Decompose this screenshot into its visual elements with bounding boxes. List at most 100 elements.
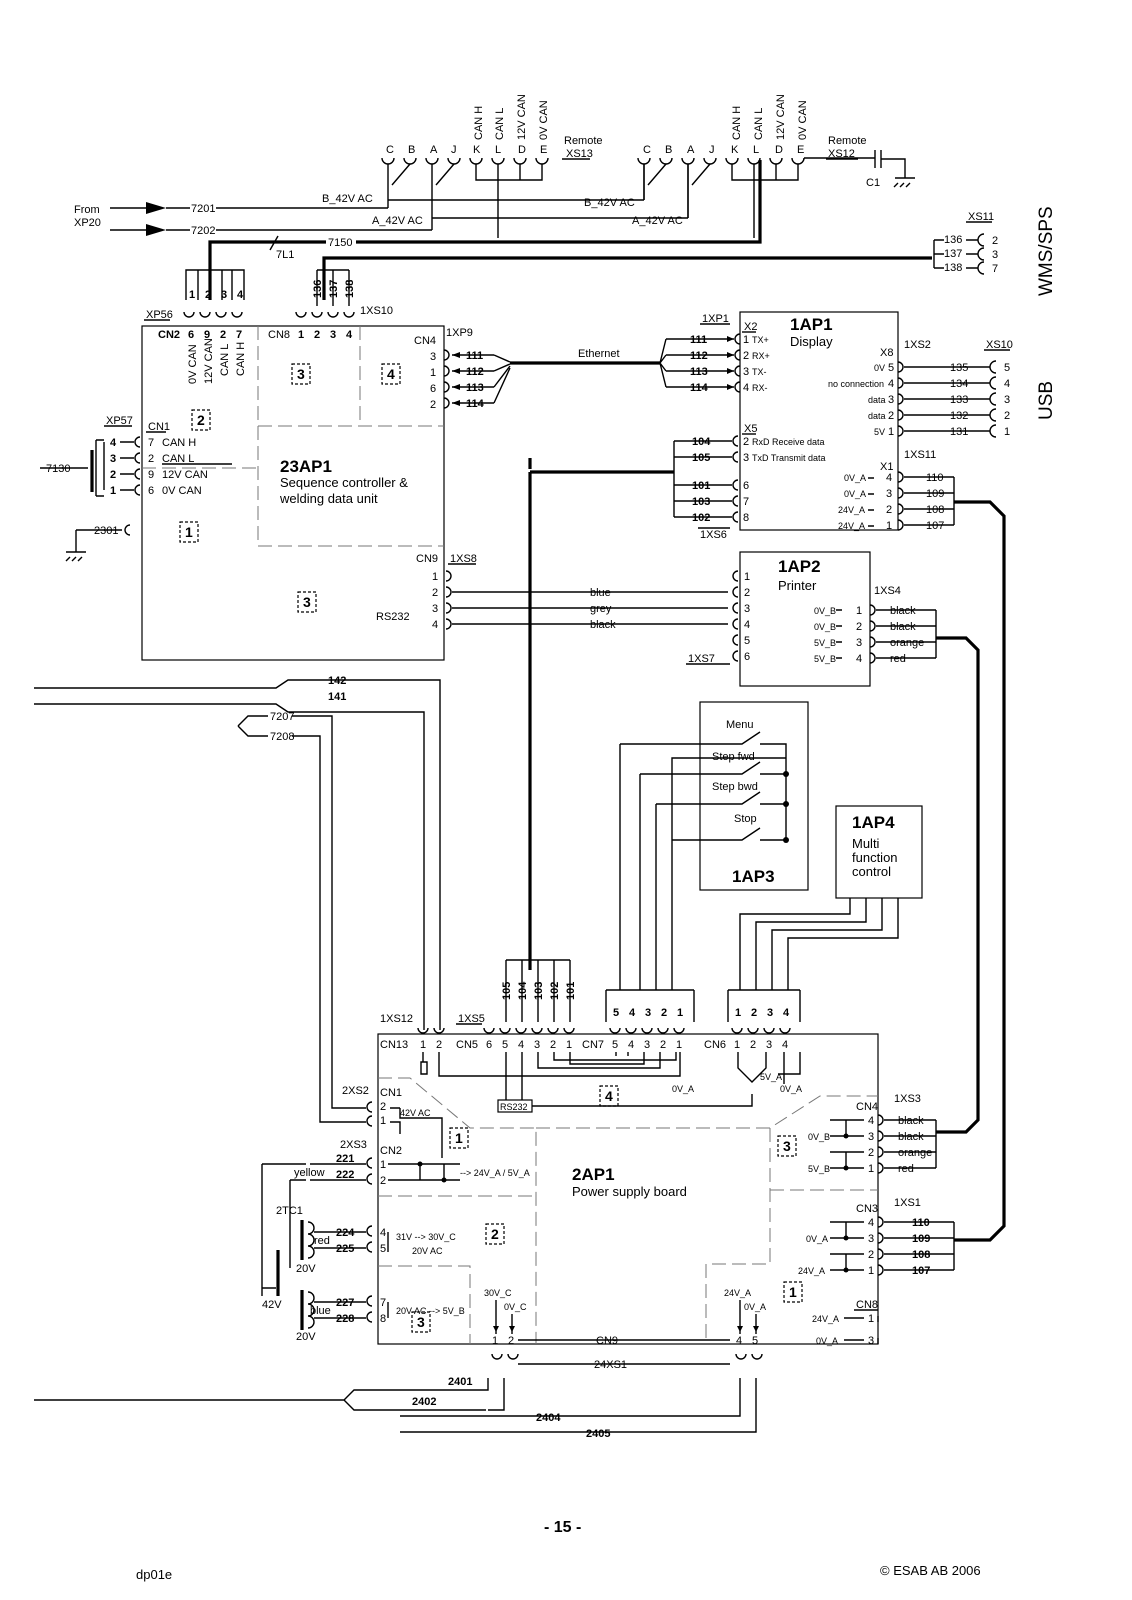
signal-label: RX+ (752, 351, 770, 361)
wire-222: 222 (336, 1169, 354, 1181)
wire-142: 142 (328, 675, 346, 687)
wire-221: 221 (336, 1153, 354, 1165)
pin-label: 3 (110, 453, 116, 465)
cn4-label: CN4 (856, 1101, 878, 1113)
pin-label: 4 (432, 619, 438, 631)
wire-blue: blue (310, 1305, 331, 1317)
wire-104: 104 (517, 981, 529, 1000)
wire-7201: 7201 (191, 203, 215, 215)
unit-name: Multi (852, 836, 880, 851)
pin-label: 5 (1004, 362, 1010, 374)
pin-label: 1 (676, 1039, 682, 1051)
pin-label: 1 (868, 1163, 874, 1175)
xs12-label: XS12 (828, 148, 855, 160)
pin-label: 4 (868, 1217, 874, 1229)
unit-id: 23AP1 (280, 457, 332, 476)
zone-4: 4 (605, 1088, 613, 1104)
signal-label: 0V_A (844, 489, 866, 499)
wire-7150: 7150 (328, 237, 352, 249)
zone-1: 1 (789, 1284, 797, 1300)
pin-label: 5 (380, 1243, 386, 1255)
wire-black: black (890, 621, 916, 633)
zone-4: 4 (387, 366, 395, 382)
pin-label: E (797, 144, 804, 156)
wire-114: 114 (466, 398, 485, 410)
cn7-label: CN7 (582, 1039, 604, 1051)
pin-label: B (665, 144, 672, 156)
wire-104: 104 (692, 436, 711, 448)
pin-label: L (753, 144, 759, 156)
pin-label: 1 (868, 1265, 874, 1277)
can-bus-7150: 7150 7L1 (208, 160, 944, 300)
xp56-label: XP56 (146, 309, 173, 321)
xs11-label: XS11 (968, 211, 994, 223)
pin-label: D (775, 144, 783, 156)
signal-label: 5V_B (814, 638, 836, 648)
unit-name: welding data unit (279, 491, 378, 506)
signal-label: 0V (874, 363, 885, 373)
v42ac-label: 42V AC (400, 1108, 431, 1118)
pin-label: 3 (430, 351, 436, 363)
wire-7207: 7207 (270, 711, 294, 723)
signal-label: 5V (874, 427, 885, 437)
signal-label: CAN H (162, 437, 196, 449)
unit-id: 1AP2 (778, 557, 821, 576)
signal-label: TX- (752, 367, 767, 377)
c1-label: C1 (866, 177, 880, 189)
pin-label: 8 (380, 1313, 386, 1325)
signal-label: 0V_A (816, 1336, 838, 1346)
pin-label: 5 (613, 1007, 619, 1019)
pin-label: 1 (743, 334, 749, 346)
pin-label: 3 (992, 249, 998, 261)
pin-label: 1 (380, 1115, 386, 1127)
pin-label: 3 (856, 637, 862, 649)
pin-label: E (540, 144, 547, 156)
wire-113: 113 (466, 382, 484, 394)
wire-2404: 2404 (536, 1412, 561, 1424)
x8-label: X8 (880, 347, 893, 359)
pin-label: 1 (1004, 426, 1010, 438)
wire-111: 111 (466, 350, 483, 362)
pin-label: L (495, 144, 501, 156)
pin-label: 1 (189, 289, 195, 301)
wire-7202: 7202 (191, 225, 215, 237)
ethernet-label: Ethernet (578, 348, 620, 360)
pin-label: 3 (432, 603, 438, 615)
pin-label: C (643, 144, 651, 156)
2xs3-label: 2XS3 (340, 1139, 367, 1151)
wire-103: 103 (533, 982, 545, 1000)
pin-label: 4 (1004, 378, 1010, 390)
pin-label: B (408, 144, 415, 156)
pin-label: 2 (432, 587, 438, 599)
xp20-label: XP20 (74, 217, 101, 229)
wire-133: 133 (950, 394, 968, 406)
1xs2-label: 1XS2 (904, 339, 931, 351)
wire-7130: 7130 (46, 463, 70, 475)
x2-label: X2 (744, 321, 757, 333)
pin-label: 2 (888, 410, 894, 422)
v20b-label: 20V AC --> 5V_B (396, 1306, 465, 1316)
wire-132: 132 (950, 410, 968, 422)
cn3-label: CN3 (856, 1203, 878, 1215)
wire-105: 105 (501, 982, 513, 1000)
signal-label: 0V CAN (162, 485, 202, 497)
pin-label: 5 (502, 1039, 508, 1051)
b42-label: B_42V AC (584, 197, 635, 209)
wire-2405: 2405 (586, 1428, 610, 1440)
24xs1-label: 24XS1 (594, 1359, 627, 1371)
pin-label: 3 (221, 289, 227, 301)
wire-101: 101 (565, 982, 577, 1000)
wire-137: 137 (328, 280, 340, 298)
signal-label: CAN L (219, 344, 231, 376)
signal-label: 0V CAN (187, 344, 199, 384)
pin-label: 8 (743, 512, 749, 524)
wire-109: 109 (912, 1233, 930, 1245)
arrow-24v-5v: --> 24V_A / 5V_A (460, 1168, 530, 1178)
v5b-label: 5V_B (808, 1164, 830, 1174)
unit-id: 1AP3 (732, 867, 775, 886)
pin-label: J (709, 144, 715, 156)
1xs8-label: 1XS8 (450, 553, 477, 565)
cn1-label: CN1 (380, 1087, 402, 1099)
signal-label: 12V CAN (516, 94, 528, 140)
wire-103: 103 (692, 496, 710, 508)
